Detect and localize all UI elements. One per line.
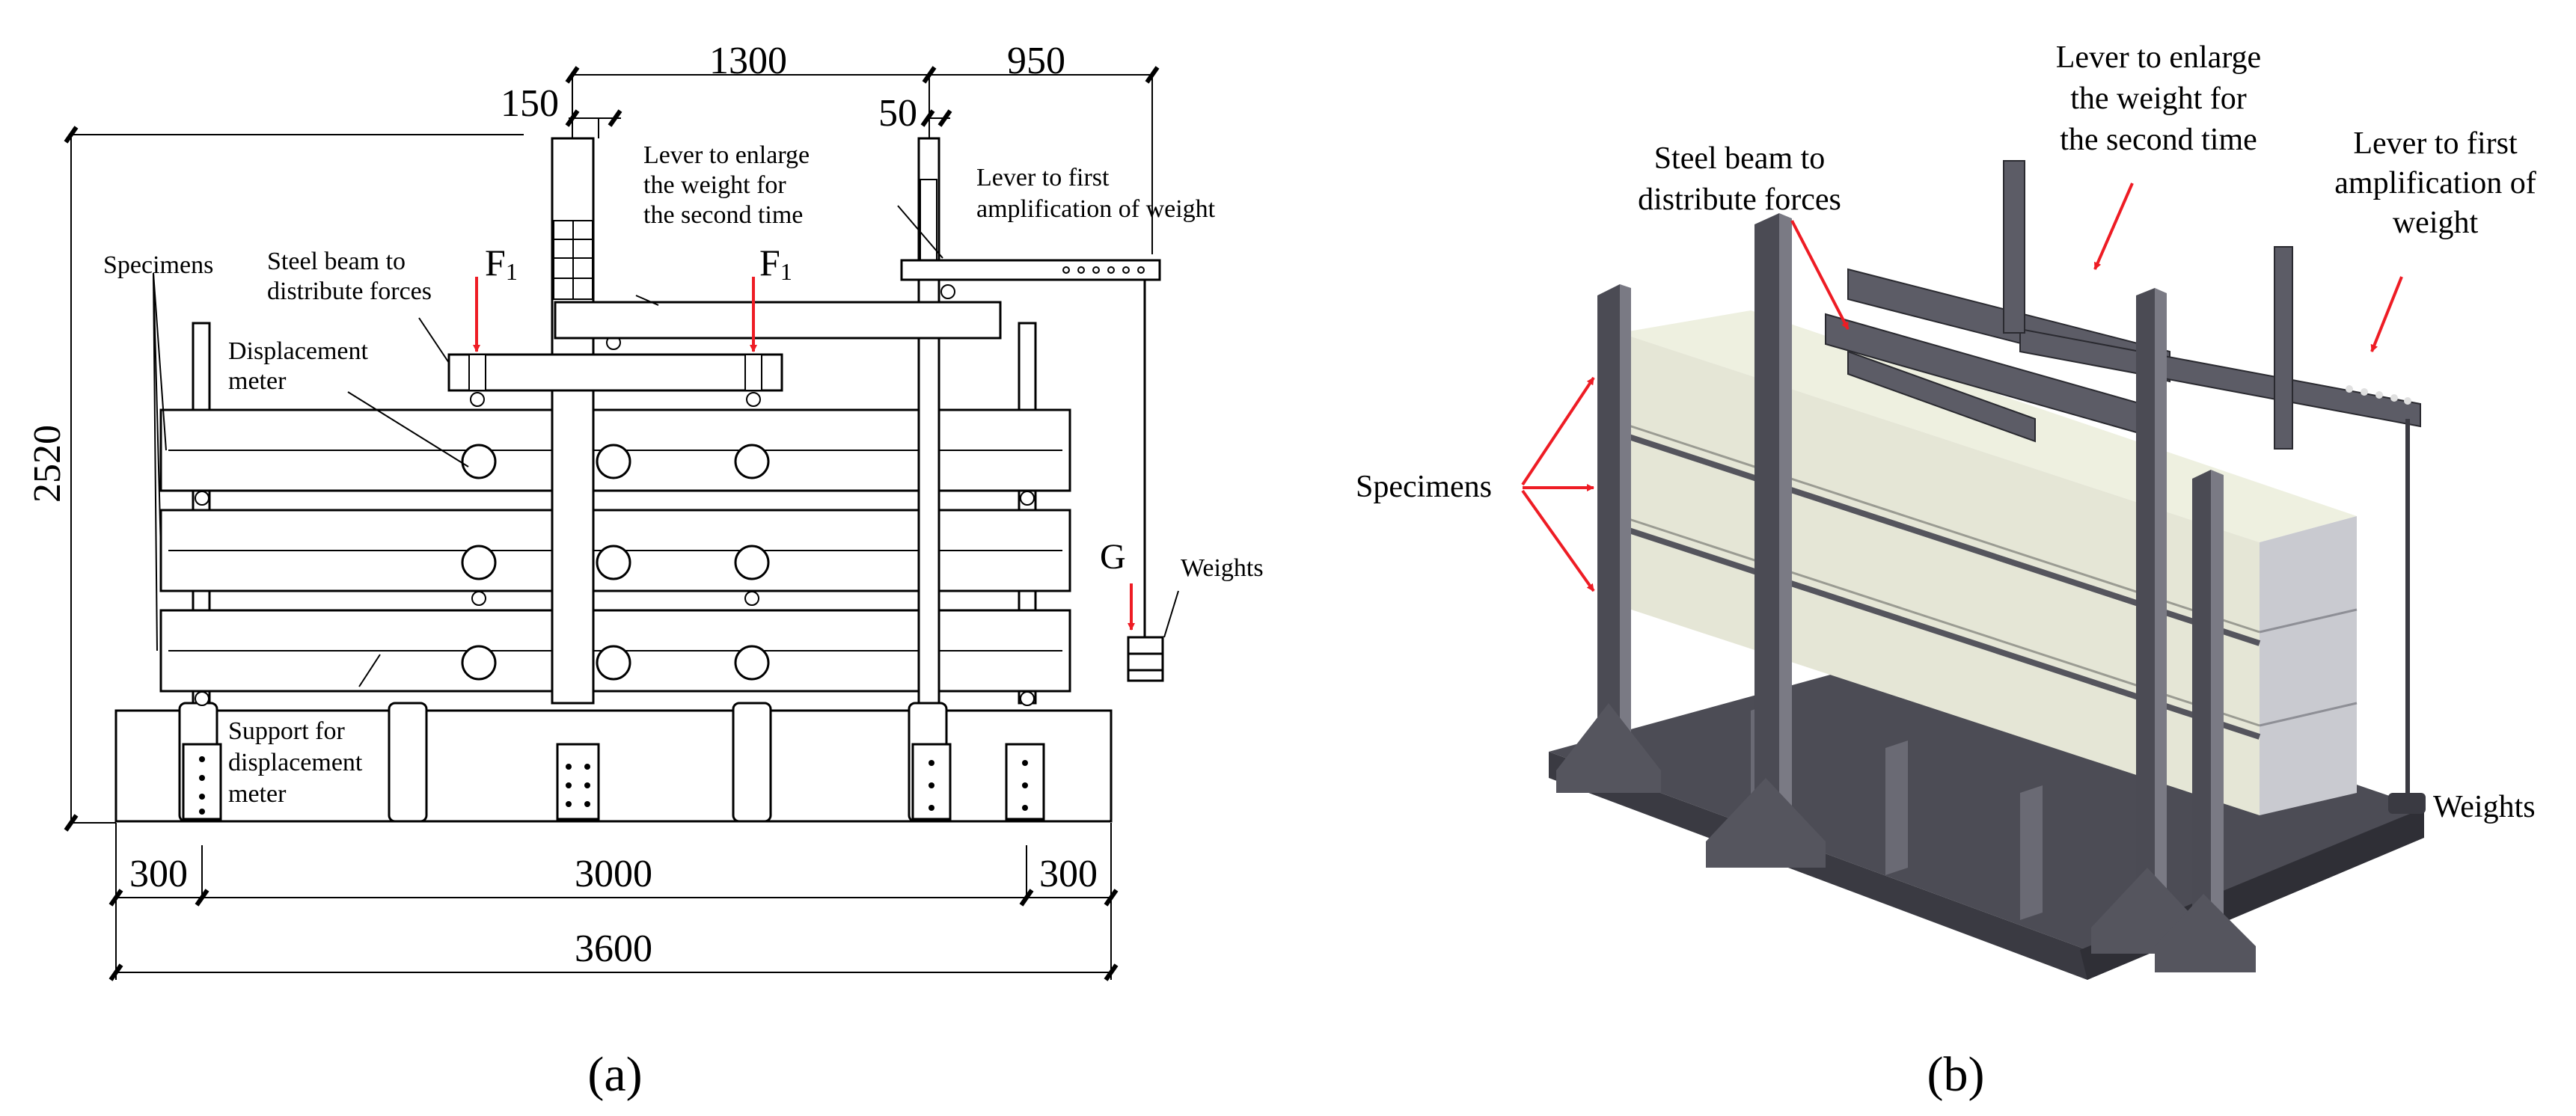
label-lever-first-b-1: Lever to first bbox=[2353, 126, 2518, 161]
steel-beam-a bbox=[447, 353, 783, 392]
label-lever-second-a-2: the weight for bbox=[643, 171, 786, 199]
lever-holes-b bbox=[2346, 385, 2411, 405]
gussets-b bbox=[1556, 703, 2256, 972]
label-lever-second-b-2: the weight for bbox=[2070, 82, 2247, 116]
lever-first-a bbox=[900, 259, 1161, 281]
columns-b bbox=[1597, 213, 2224, 965]
label-force-left: F1 bbox=[485, 242, 518, 285]
specimen-circles bbox=[461, 444, 770, 681]
dim-3000: 3000 bbox=[575, 853, 652, 895]
dim-950: 950 bbox=[1007, 40, 1065, 82]
label-lever-first-b-2: amplification of bbox=[2334, 166, 2536, 200]
panel-b-render bbox=[1521, 160, 2426, 980]
weights-stack bbox=[1127, 636, 1164, 682]
label-displacement-meter-a-2: meter bbox=[228, 367, 287, 395]
dim-1300: 1300 bbox=[709, 40, 787, 82]
upper-frame-b bbox=[1825, 160, 2421, 450]
dimension-ticks-a bbox=[64, 66, 1160, 981]
label-g: G bbox=[1100, 537, 1126, 577]
rollers bbox=[195, 284, 1035, 706]
dimension-lines-a bbox=[70, 74, 1153, 980]
column-fittings bbox=[553, 179, 937, 300]
label-force-right: F1 bbox=[759, 242, 792, 285]
caption-a: (a) bbox=[587, 1047, 642, 1102]
panel-a-drawing bbox=[64, 66, 1179, 981]
label-lever-second-b-1: Lever to enlarge bbox=[2056, 40, 2261, 75]
weights-b bbox=[2388, 793, 2426, 814]
label-steel-beam-a-2: distribute forces bbox=[267, 278, 432, 305]
beam-bearings bbox=[468, 354, 762, 407]
dim-2520: 2520 bbox=[26, 425, 69, 503]
label-displacement-meter-a-1: Displacement bbox=[228, 337, 368, 365]
dim-300-left: 300 bbox=[129, 853, 188, 895]
label-steel-beam-b-1: Steel beam to bbox=[1654, 141, 1826, 176]
dim-300-right: 300 bbox=[1039, 853, 1098, 895]
label-steel-beam-a-1: Steel beam to bbox=[267, 248, 406, 275]
dim-3600: 3600 bbox=[575, 928, 652, 970]
label-lever-second-a-3: the second time bbox=[643, 201, 803, 229]
dim-50: 50 bbox=[878, 92, 917, 135]
label-lever-first-a-2: amplification of weight bbox=[976, 195, 1216, 223]
lever-first-holes bbox=[1062, 266, 1145, 274]
panel-b-labels: Lever to enlarge the weight for the seco… bbox=[1356, 40, 2536, 1102]
pointer-arrows-b bbox=[1521, 183, 2403, 592]
label-lever-second-b-3: the second time bbox=[2060, 123, 2257, 157]
caption-b: (b) bbox=[1927, 1047, 1985, 1102]
dim-150: 150 bbox=[501, 82, 559, 125]
label-weights-a: Weights bbox=[1181, 554, 1264, 582]
label-support-2: displacement bbox=[228, 749, 363, 776]
label-support-3: meter bbox=[228, 780, 287, 808]
label-support-1: Support for bbox=[228, 717, 346, 745]
label-specimens-b: Specimens bbox=[1356, 470, 1492, 504]
label-lever-first-b-3: weight bbox=[2393, 206, 2479, 240]
label-specimens-a: Specimens bbox=[103, 251, 213, 279]
label-lever-first-a-1: Lever to first bbox=[976, 164, 1110, 191]
label-lever-second-a-1: Lever to enlarge bbox=[643, 141, 810, 169]
panel-a-labels: 1300 950 150 50 2520 300 3000 300 3600 L… bbox=[26, 40, 1264, 1102]
label-weights-b: Weights bbox=[2433, 790, 2536, 824]
label-steel-beam-b-2: distribute forces bbox=[1638, 183, 1841, 217]
leader-lines-a bbox=[153, 205, 1179, 687]
bolt-dots bbox=[199, 756, 1028, 815]
lever-second-a bbox=[554, 301, 1002, 340]
